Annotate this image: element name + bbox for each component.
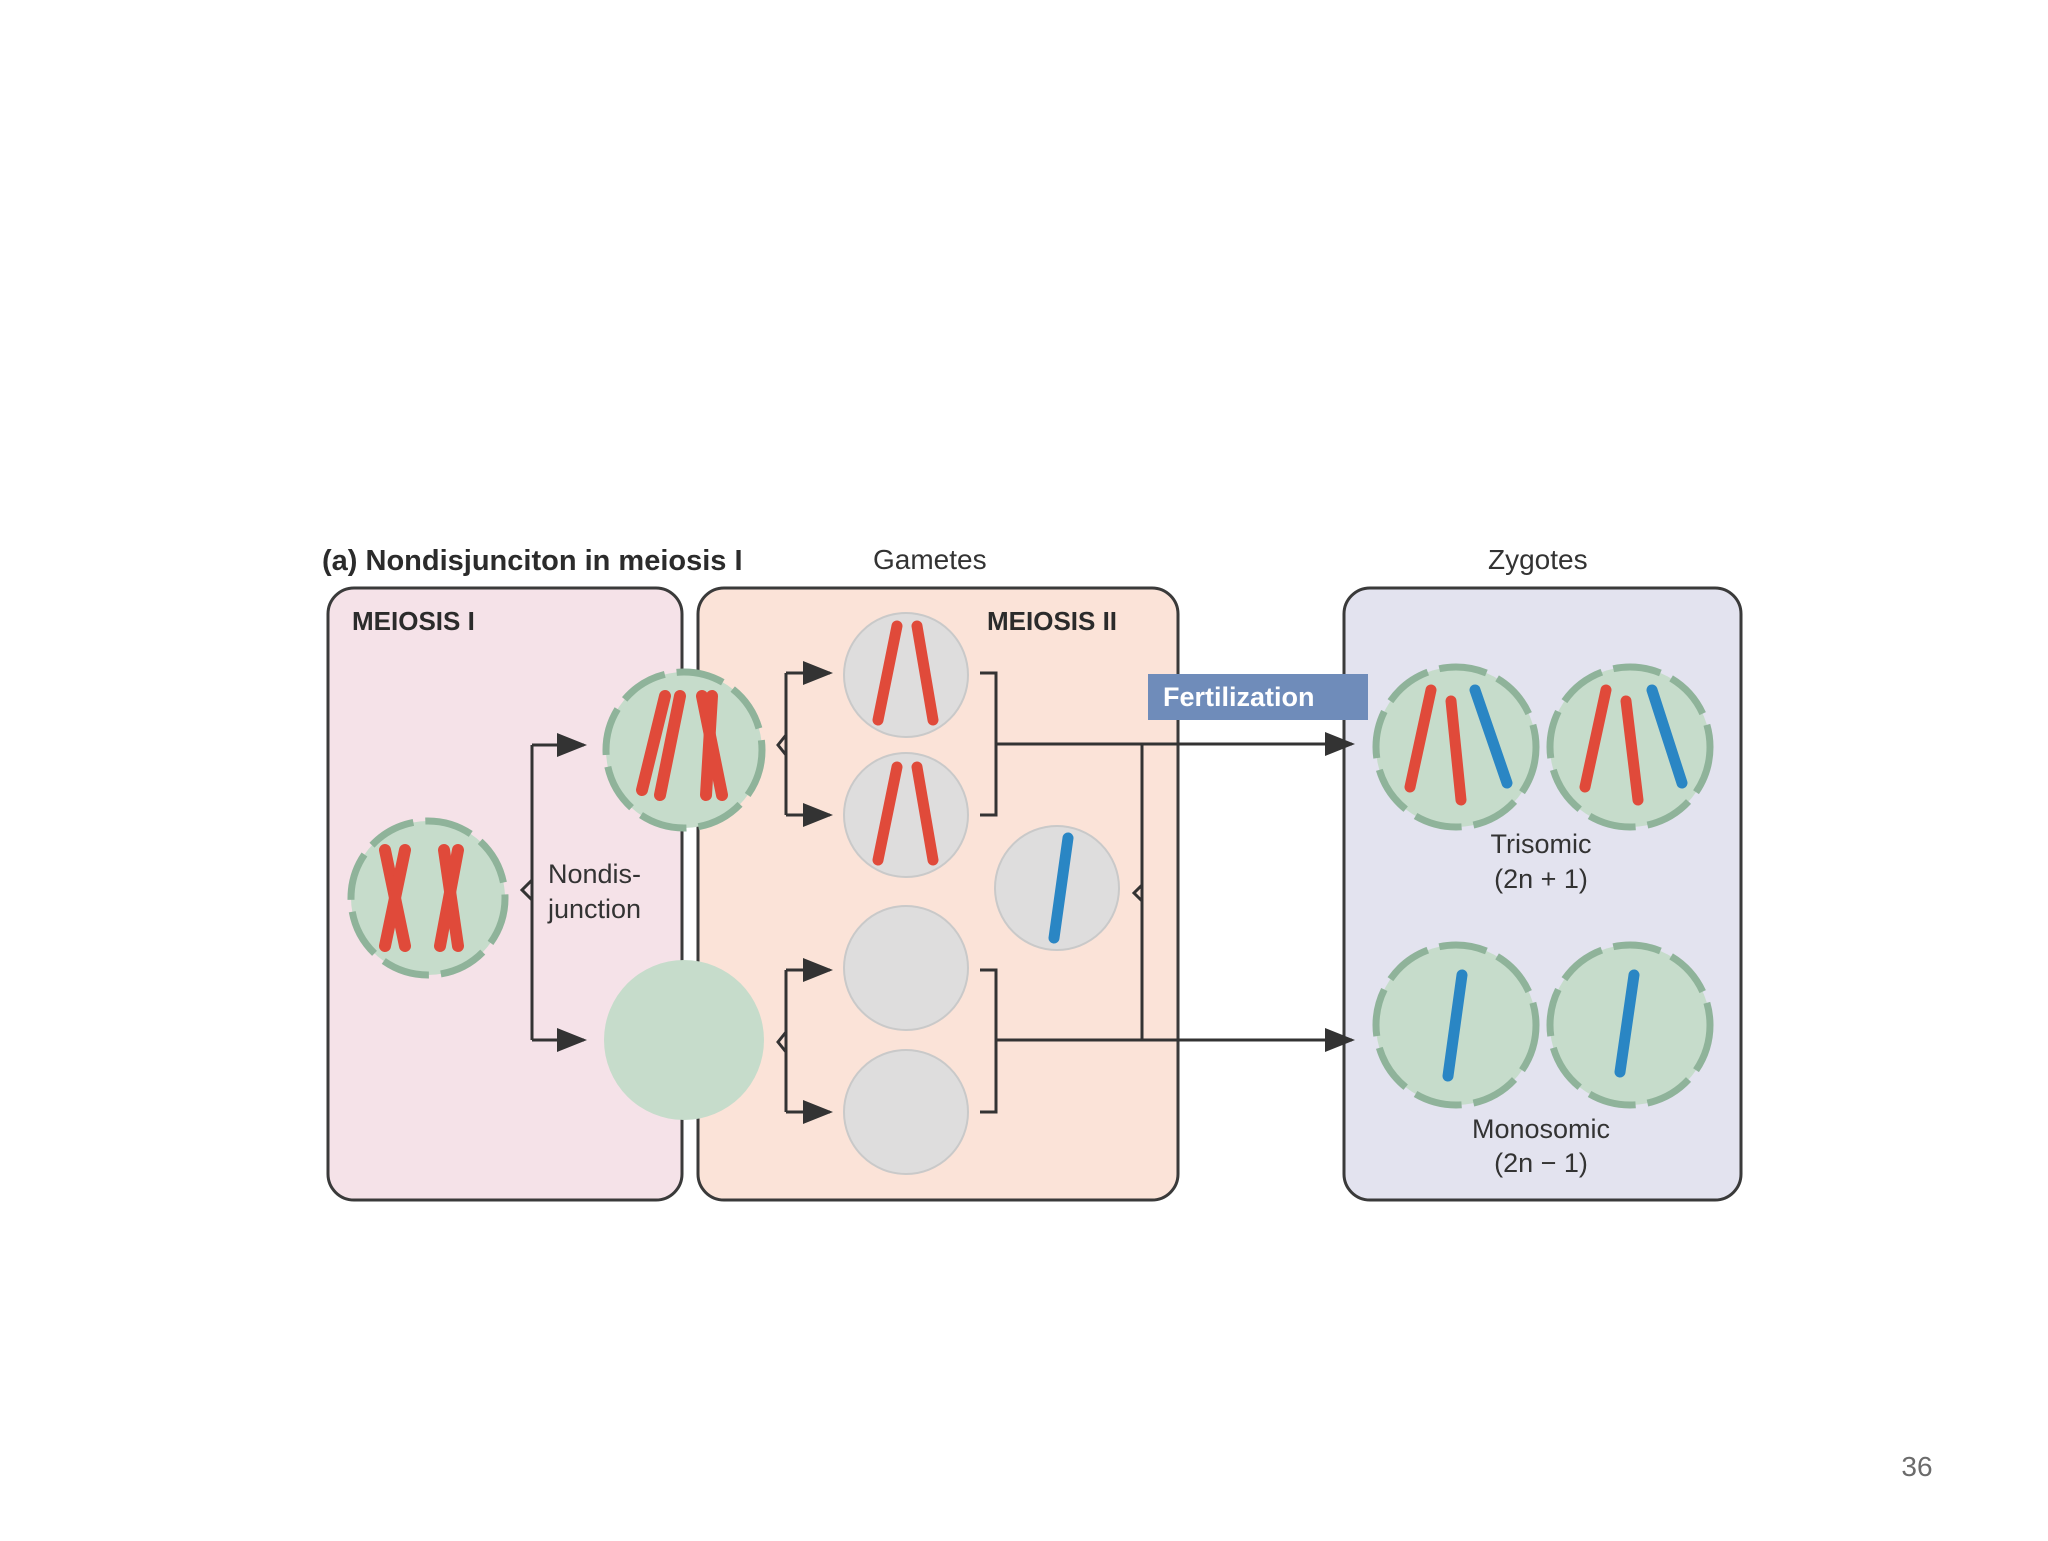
trisomic-zygote-2 [1546,663,1714,831]
meiosis1-label: MEIOSIS I [352,606,475,636]
parent-cell [347,817,509,979]
zygotes-heading: Zygotes [1488,544,1588,575]
gamete-nullisomic-2 [843,1049,969,1175]
fertilization-label: Fertilization [1163,682,1315,712]
gamete-nullisomic-1 [843,905,969,1031]
gametes-heading: Gametes [873,544,987,575]
fertilization-arrows [980,671,1355,1114]
gamete-disomic-1 [843,612,969,738]
trisomic-zygote-1 [1372,663,1540,831]
meiosis1-panel [326,586,684,1202]
normal-gamete [994,825,1120,951]
daughter-cell-disomic [602,668,766,832]
monosomic-zygote-2 [1546,941,1714,1109]
meiosis2-brackets [776,661,833,1124]
meiosis2-label: MEIOSIS II [987,606,1117,636]
trisomic-label: Trisomic [1491,829,1592,859]
nondisjunction-label-line2: junction [547,894,641,924]
monosomic-formula: (2n − 1) [1494,1148,1588,1178]
chromosome-blue [1048,832,1074,944]
nondisjunction-label-line1: Nondis- [548,859,641,889]
monosomic-zygote-1 [1372,941,1540,1109]
daughter-cell-empty [604,960,764,1120]
monosomic-label: Monosomic [1472,1114,1610,1144]
zygote-panel [1342,586,1743,1202]
diagram-heading: (a) Nondisjunciton in meiosis I [322,545,743,577]
gamete-disomic-2 [843,752,969,878]
meiosis2-panel [696,586,1180,1202]
page-number: 36 [1901,1451,1932,1482]
nondisjunction-bracket [519,733,587,1052]
fertilization-box [1148,674,1368,720]
chromosome-pair-red [379,844,464,952]
trisomic-formula: (2n + 1) [1494,864,1588,894]
